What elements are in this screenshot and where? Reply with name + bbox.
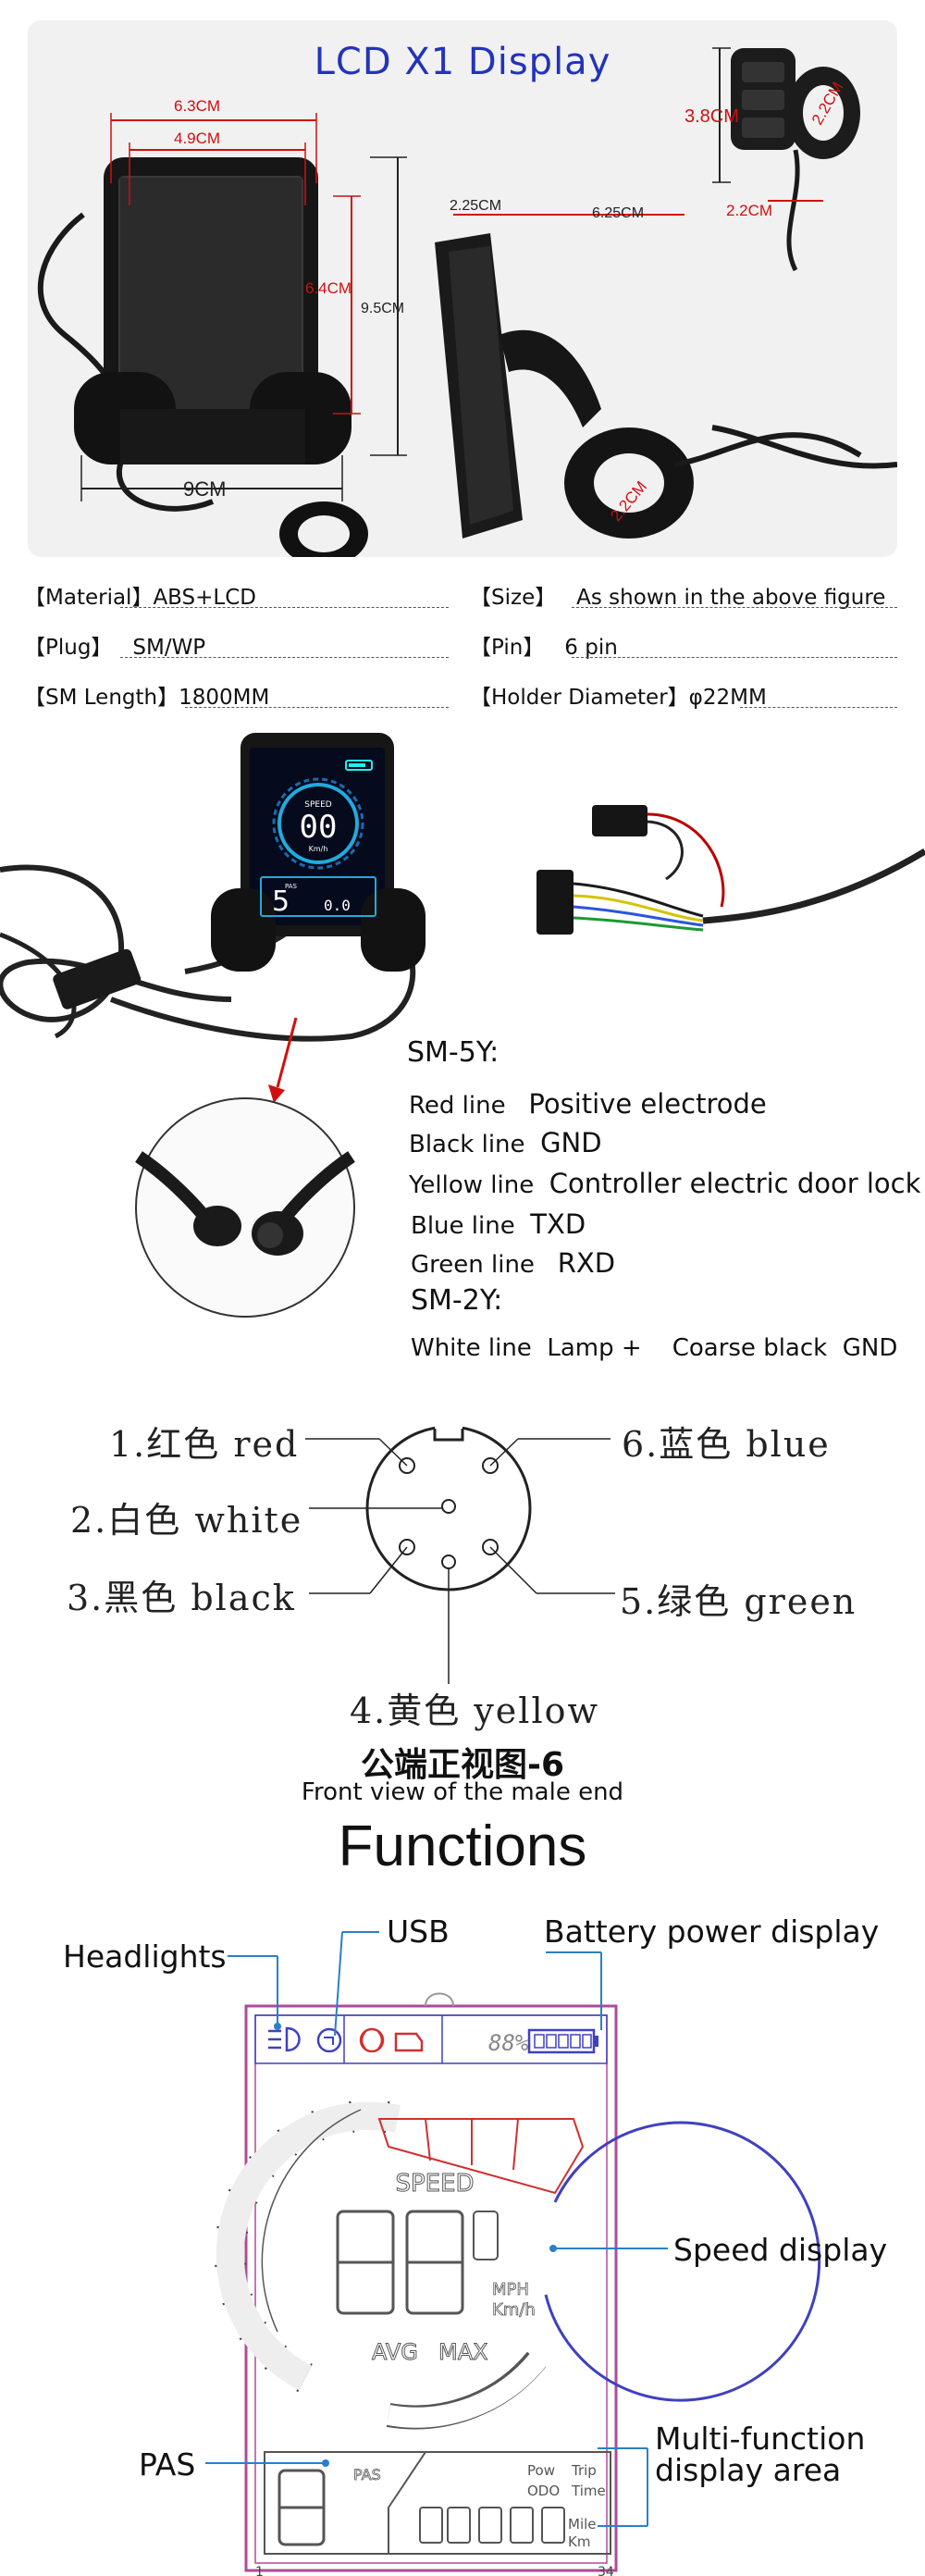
dim-height-outer: 9.5CM <box>361 301 405 316</box>
functions-heading: Functions <box>338 1814 587 1878</box>
pinout-diagram <box>305 1425 615 1684</box>
lcd-pin-1: 1 <box>255 2565 264 2576</box>
pinout-caption-en: Front view of the male end <box>301 1778 624 1806</box>
pinout-caption-cn: 公端正视图-6 <box>361 1746 564 1784</box>
sm2y-heading: SM-2Y: <box>411 1284 503 1317</box>
lcd-odo: ODO <box>527 2483 560 2499</box>
spec-plug: 【Plug】 SM/WP <box>24 636 206 660</box>
spec-size: 【Size】 As shown in the above figure <box>470 586 886 610</box>
dim-button-width: 2.2CM <box>726 202 773 219</box>
wire-yellow: Yellow line Controller electric door loc… <box>409 1168 921 1199</box>
lcd-pas-label: PAS <box>353 2466 381 2483</box>
dim-width-screen: 4.9CM <box>174 130 221 147</box>
label-battery: Battery power display <box>544 1913 880 1950</box>
spec-holder-diameter: 【Holder Diameter】φ22MM <box>470 686 767 710</box>
label-multi-2: display area <box>655 2452 842 2488</box>
lcd-percent: 88% <box>488 2030 529 2056</box>
label-headlights: Headlights <box>63 1938 227 1975</box>
wire-blue: Blue line TXD <box>411 1208 586 1240</box>
lcd-max: MAX <box>438 2339 488 2365</box>
wire-black: Black line GND <box>409 1127 602 1158</box>
lcd-mile: Mile <box>568 2516 597 2533</box>
lcd-speed-label: SPEED <box>395 2170 474 2198</box>
lcd-km: Km <box>568 2533 590 2550</box>
lcd-avg: AVG <box>372 2339 418 2365</box>
pin-2-label: 2.白色 white <box>70 1500 303 1541</box>
spec-material: 【Material】ABS+LCD <box>24 586 257 610</box>
lcd-kmh: Km/h <box>492 2300 536 2320</box>
lcd-mph: MPH <box>492 2280 529 2299</box>
lcd-pow: Pow <box>527 2462 555 2479</box>
page-title: LCD X1 Display <box>314 41 611 83</box>
lcd-time: Time <box>571 2483 606 2499</box>
label-usb: USB <box>387 1913 450 1950</box>
sm5y-heading: SM-5Y: <box>407 1036 500 1069</box>
dim-height-screen: 6.4CM <box>305 279 352 297</box>
pin-3-label: 3.黑色 black <box>67 1578 296 1618</box>
device-speed-label: SPEED <box>304 800 332 810</box>
dim-depth: 2.25CM <box>450 198 502 214</box>
device-unit: Km/h <box>309 845 328 853</box>
label-multi-1: Multi-function <box>655 2421 866 2457</box>
device-pas-value: 5 <box>272 886 290 918</box>
wiring-photo: SPEED 00 Km/h 5 PAS 0.0 <box>0 733 925 1318</box>
label-pas: PAS <box>139 2446 196 2483</box>
pin-6-label: 6.蓝色 blue <box>622 1424 831 1465</box>
device-pas-label: PAS <box>285 883 298 890</box>
spec-pin: 【Pin】 6 pin <box>470 636 618 660</box>
wire-white: White line Lamp + Coarse black GND <box>411 1334 898 1362</box>
wire-green: Green line RXD <box>411 1247 616 1279</box>
dim-width-base: 9CM <box>183 477 227 501</box>
pin-4-label: 4.黄色 yellow <box>350 1690 600 1731</box>
spec-sm-length: 【SM Length】1800MM <box>24 686 270 710</box>
lcd-function-diagram: 88% SPEED MPH Km/h AVG MAX PAS Pow Trip … <box>205 1931 821 2576</box>
dimension-photo-panel <box>28 20 897 557</box>
device-speed-value: 00 <box>300 809 338 846</box>
dim-holder-offset: 6.25CM <box>592 205 645 221</box>
pin-5-label: 5.绿色 green <box>620 1581 857 1622</box>
dim-width-outer: 6.3CM <box>174 97 221 115</box>
product-dimension-drawing <box>37 47 897 557</box>
pin-1-label: 1.红色 red <box>109 1424 300 1465</box>
device-odo: 0.0 <box>324 897 351 914</box>
wire-red: Red line Positive electrode <box>409 1088 767 1120</box>
dim-button-height: 3.8CM <box>684 106 739 127</box>
label-speed-display: Speed display <box>673 2232 888 2268</box>
lcd-pin-34: 34 <box>598 2565 614 2576</box>
lcd-trip: Trip <box>571 2462 597 2479</box>
